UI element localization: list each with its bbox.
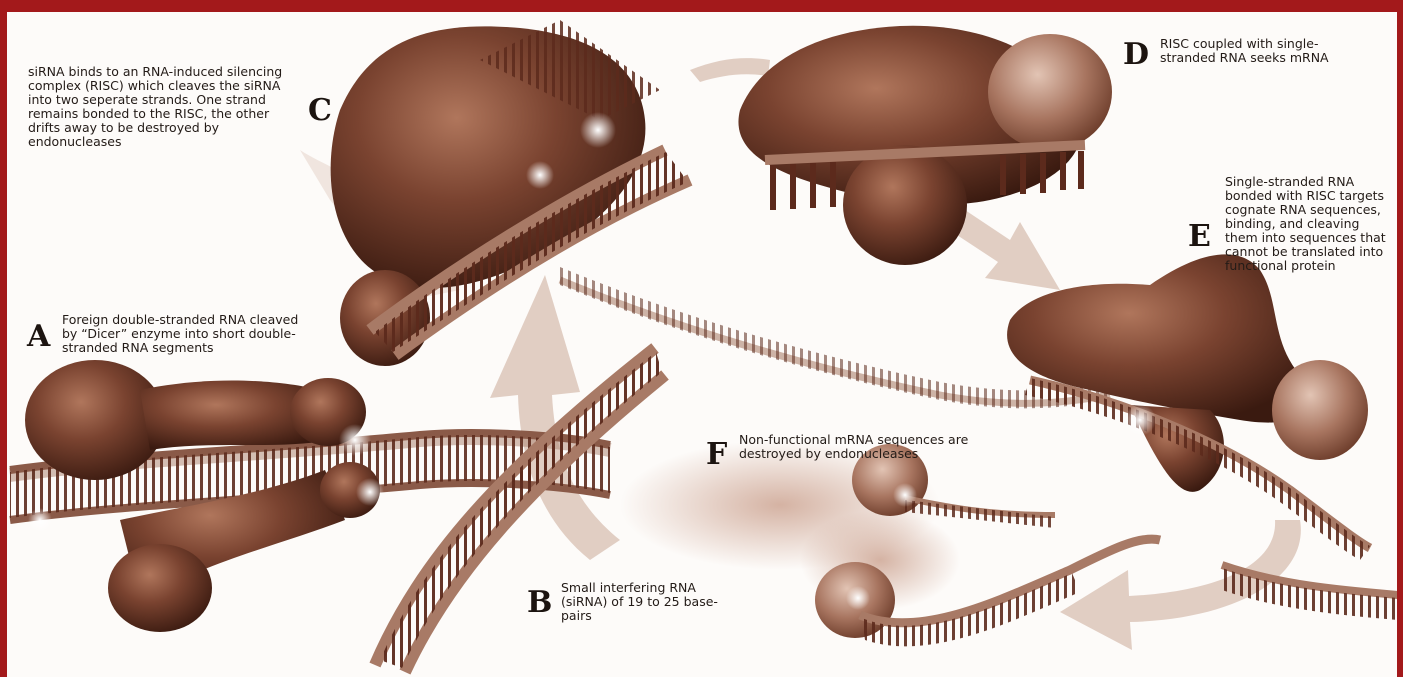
strand-lower-right — [1222, 565, 1398, 620]
step-a-letter: A — [27, 322, 50, 352]
risc-complex-e — [1007, 254, 1370, 560]
step-a-description: Foreign double-stranded RNA cleaved by “… — [62, 313, 312, 355]
step-f-letter: F — [706, 440, 727, 470]
step-e-description: Single-stranded RNA bonded with RISC tar… — [1225, 175, 1390, 273]
step-e-letter: E — [1188, 222, 1211, 252]
step-c-description: siRNA binds to an RNA-induced silencing … — [28, 65, 298, 149]
step-f-description: Non-functional mRNA sequences are destro… — [739, 433, 1029, 461]
step-b-description: Small interfering RNA (siRNA) of 19 to 2… — [561, 581, 731, 623]
risc-complex-d — [738, 26, 1112, 265]
step-b-letter: B — [527, 588, 552, 618]
step-d-description: RISC coupled with single-stranded RNA se… — [1160, 37, 1360, 65]
step-d-letter: D — [1123, 40, 1149, 70]
risc-complex-c — [300, 20, 690, 366]
arrow-c-to-d — [690, 58, 770, 82]
step-c-letter: C — [308, 96, 332, 126]
